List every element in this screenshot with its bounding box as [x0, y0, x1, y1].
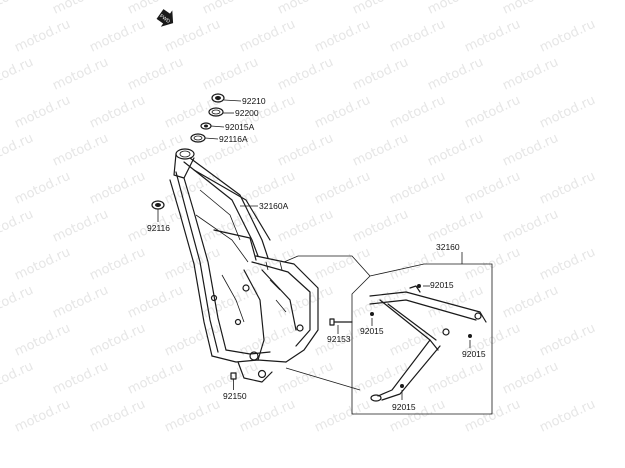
part-label-32160[interactable]: 32160	[436, 242, 460, 252]
bolts	[230, 284, 472, 390]
part-label-92015-bottom[interactable]: 92015	[392, 402, 416, 412]
part-label-92015-top[interactable]: 92015	[430, 280, 454, 290]
bearing-92116	[151, 200, 165, 222]
part-label-92015-left[interactable]: 92015	[360, 326, 384, 336]
part-label-92116A[interactable]: 92116A	[219, 134, 248, 144]
part-label-92200[interactable]: 92200	[235, 108, 259, 118]
head-bearing-parts	[190, 93, 225, 143]
part-label-92116[interactable]: 92116	[147, 223, 171, 233]
part-label-92015-right[interactable]: 92015	[462, 349, 486, 359]
leader-lines	[204, 99, 471, 400]
part-label-92153[interactable]: 92153	[327, 334, 351, 344]
subframe-32160	[283, 255, 493, 415]
part-label-92150[interactable]: 92150	[223, 391, 247, 401]
main-frame-32160A	[169, 148, 319, 383]
fwd-arrow-icon: FWD	[156, 9, 174, 27]
part-label-32160A[interactable]: 32160A	[259, 201, 289, 211]
fwd-badge-text: FWD	[158, 13, 171, 25]
part-label-92015A[interactable]: 92015A	[225, 122, 255, 132]
part-label-92210[interactable]: 92210	[242, 96, 266, 106]
